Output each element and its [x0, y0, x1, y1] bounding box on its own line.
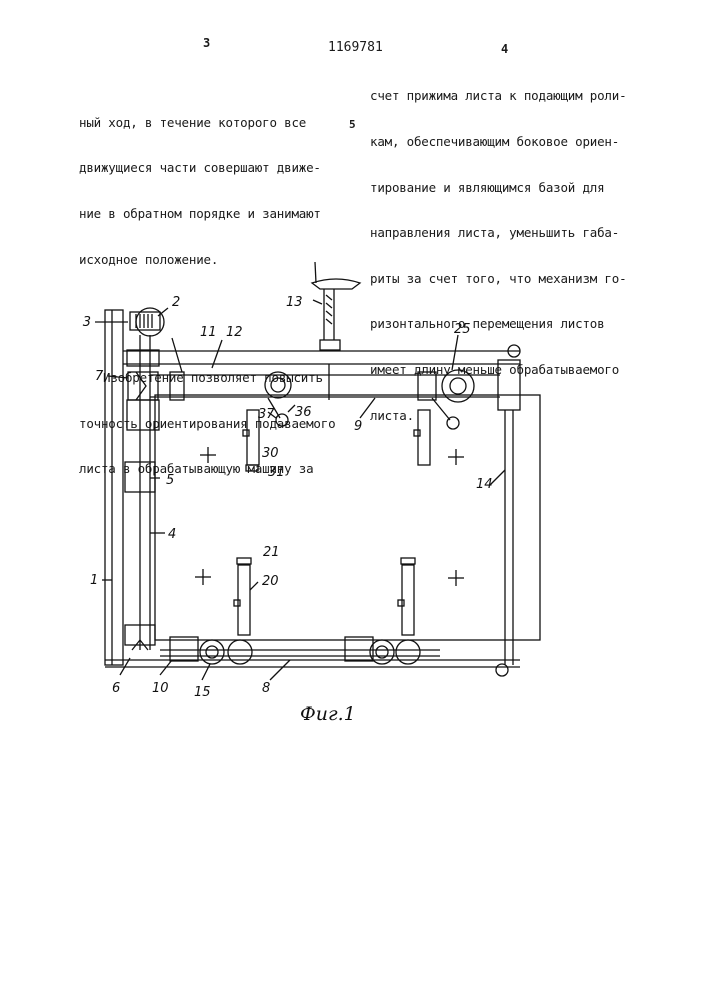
figure-label: 36	[295, 405, 312, 420]
figure-label: 14	[476, 477, 493, 492]
figure-label: 12	[226, 325, 243, 340]
machine-frame	[95, 262, 540, 680]
figure-label: 20	[262, 574, 279, 589]
figure-label: 25	[454, 322, 471, 337]
figure-label: 11	[200, 325, 217, 340]
figure-label: 21	[263, 545, 280, 560]
figure-label: 30	[262, 446, 279, 461]
figure-label: 10	[152, 681, 169, 696]
figure-label: 5	[166, 473, 174, 488]
figure-label: 37	[258, 407, 275, 422]
figure-label: 9	[354, 419, 362, 434]
figure-label: 8	[262, 681, 270, 696]
figure-label: 15	[194, 685, 211, 700]
figure-label: 7	[95, 369, 104, 384]
figure-caption: Фиг.1	[300, 703, 356, 725]
figure-label: 1	[90, 573, 98, 588]
figure-label: 4	[168, 527, 176, 542]
figure-label: 3	[83, 315, 91, 330]
figure-label: 2	[172, 295, 180, 310]
figure-label: 6	[112, 681, 120, 696]
figure-label: 31	[268, 465, 285, 480]
figure-label: 13	[286, 295, 303, 310]
